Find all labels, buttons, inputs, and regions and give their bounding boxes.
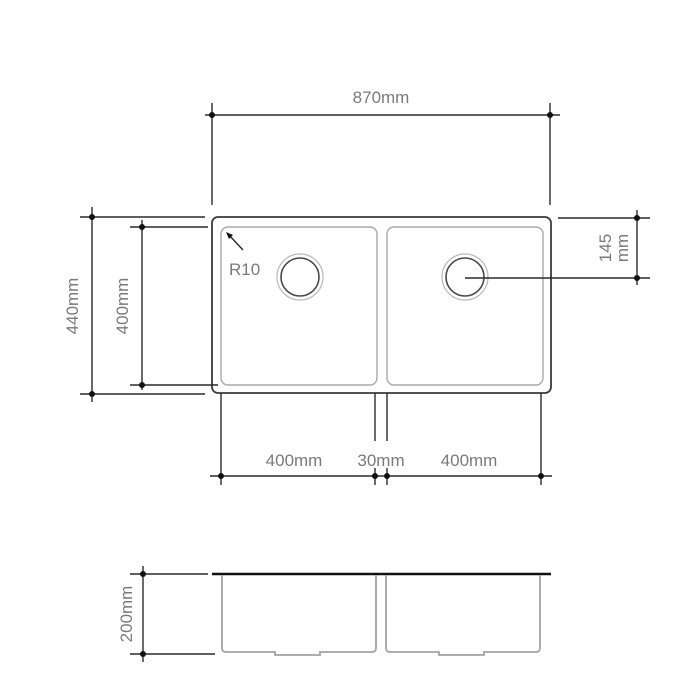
right-bowl-width-label: 400mm <box>441 451 498 470</box>
bowl-depth-label: 400mm <box>113 278 132 335</box>
overall-width-label: 870mm <box>353 88 410 107</box>
side-view: 200mm <box>117 566 551 662</box>
overall-width-dimension: 870mm <box>205 88 560 205</box>
overall-depth-dimension: 440mm <box>63 207 205 402</box>
sink-outer-frame <box>211 216 552 394</box>
right-bowl-outline <box>386 226 544 386</box>
left-bowl-width-label: 400mm <box>266 451 323 470</box>
drain-offset-dimension: 145 mm <box>465 210 650 285</box>
drain-offset-value: 145 <box>596 234 615 262</box>
left-drain-icon <box>276 253 324 301</box>
right-bowl-profile <box>385 575 541 656</box>
right-drain-icon <box>441 253 489 301</box>
corner-radius-callout: R10 <box>226 232 260 279</box>
overall-depth-label: 440mm <box>63 278 82 335</box>
arrow-icon <box>226 232 233 239</box>
corner-radius-label: R10 <box>229 260 260 279</box>
left-bowl-profile <box>221 575 377 656</box>
left-bowl-outline <box>220 226 378 386</box>
bowl-height-label: 200mm <box>117 586 136 643</box>
bowl-height-dimension: 200mm <box>117 566 215 662</box>
bowl-width-dimensions: 400mm 30mm 400mm <box>210 393 552 485</box>
divider-width-label: 30mm <box>357 451 404 470</box>
top-view: 870mm R10 440mm <box>63 88 650 485</box>
drain-offset-unit: mm <box>613 234 632 262</box>
bowl-depth-dimension: 400mm <box>113 220 218 390</box>
